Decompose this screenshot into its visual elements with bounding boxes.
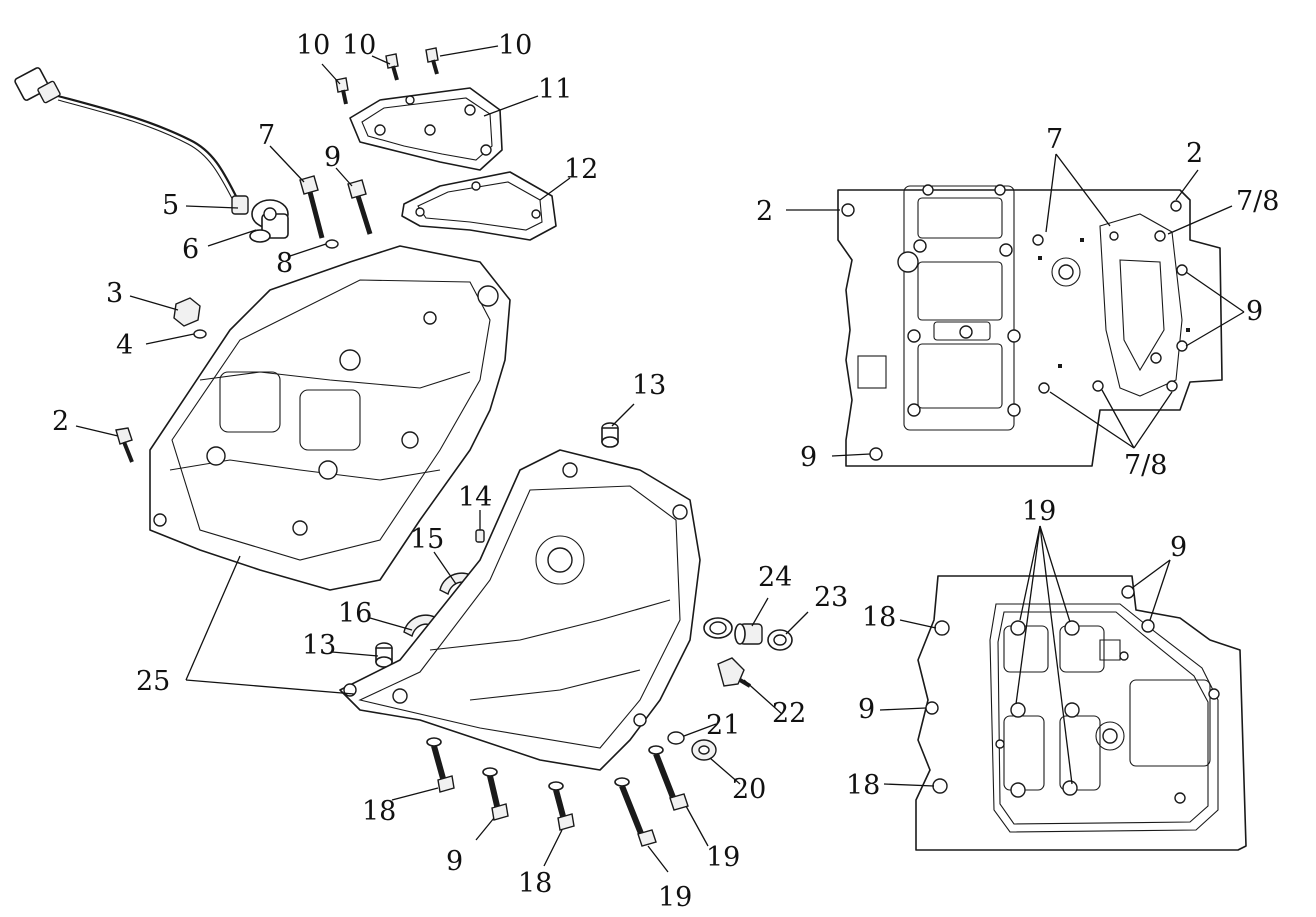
upper-crankcase xyxy=(149,245,511,591)
marker-square xyxy=(1080,238,1084,242)
top-view-callout-78-right: 7/8 xyxy=(1236,186,1279,217)
callout-13-top: 13 xyxy=(632,370,666,401)
bottom-view-panel: 19 9 18 9 18 xyxy=(846,496,1247,851)
switch-22 xyxy=(717,657,752,688)
callout-10-a: 10 xyxy=(296,30,330,61)
callout-labels: 10 10 10 11 12 7 9 8 5 6 3 4 2 13 14 15 … xyxy=(52,30,848,913)
callout-5: 5 xyxy=(162,190,179,221)
bolt-19-b xyxy=(648,745,689,811)
callout-2: 2 xyxy=(52,406,69,437)
callout-25: 25 xyxy=(136,666,170,697)
callout-7: 7 xyxy=(258,120,275,151)
dowel-13-bottom xyxy=(375,642,393,668)
callout-13-bottom: 13 xyxy=(302,630,336,661)
callout-19-a: 19 xyxy=(706,842,740,873)
callout-16: 16 xyxy=(338,598,372,629)
bottom-view-callout-18-top: 18 xyxy=(862,602,896,633)
callout-9-top: 9 xyxy=(324,142,341,173)
bolt-10-group xyxy=(335,47,439,105)
bottom-view-callout-19: 19 xyxy=(1022,496,1056,527)
callout-12: 12 xyxy=(564,154,598,185)
bolt-2-left xyxy=(115,427,134,463)
cover-11 xyxy=(349,87,503,171)
pin-14 xyxy=(475,529,485,543)
callout-23: 23 xyxy=(814,582,848,613)
top-view-callout-2-left: 2 xyxy=(756,196,773,227)
bolt-9-bottom xyxy=(482,767,509,821)
callout-20: 20 xyxy=(732,774,766,805)
bolt-19-a xyxy=(614,777,657,847)
top-view-callout-7: 7 xyxy=(1046,124,1063,155)
washer-21 xyxy=(667,731,685,745)
exploded-view: 10 10 10 11 12 7 9 8 5 6 3 4 2 13 14 15 … xyxy=(14,30,848,913)
dowel-13-top xyxy=(601,422,619,448)
top-view-callout-2-top: 2 xyxy=(1186,138,1203,169)
callout-9-bottom: 9 xyxy=(446,846,463,877)
top-view-callout-9-left: 9 xyxy=(800,442,817,473)
callout-14: 14 xyxy=(458,482,492,513)
seal-23 xyxy=(767,629,793,651)
sensor-cable xyxy=(14,67,249,215)
callout-22: 22 xyxy=(772,698,806,729)
bolt-9-top xyxy=(347,179,373,235)
filter-24 xyxy=(734,623,763,645)
speed-sensor xyxy=(249,199,289,243)
top-view-callout-78-bottom: 7/8 xyxy=(1124,450,1167,481)
callout-19-b: 19 xyxy=(658,882,692,913)
drain-plug xyxy=(173,297,207,339)
bottom-view-callout-18-bottom: 18 xyxy=(846,770,880,801)
leader-lines xyxy=(75,45,809,873)
bolt-7 xyxy=(299,175,325,239)
callout-24: 24 xyxy=(758,562,792,593)
callout-3: 3 xyxy=(106,278,123,309)
callout-18-b: 18 xyxy=(518,868,552,899)
callout-18-a: 18 xyxy=(362,796,396,827)
bottom-view-callout-9-top: 9 xyxy=(1170,532,1187,563)
callout-10-b: 10 xyxy=(342,30,376,61)
bottom-view-callout-9-left: 9 xyxy=(858,694,875,725)
washer-8 xyxy=(325,239,339,249)
callout-6: 6 xyxy=(182,234,199,265)
bolt-18-b xyxy=(548,781,575,831)
top-view-panel: 7 2 2 7/8 9 9 7/8 xyxy=(756,124,1279,481)
callout-11: 11 xyxy=(538,74,572,105)
lower-crankcase xyxy=(339,449,733,771)
gasket-12 xyxy=(401,171,557,241)
callout-10-c: 10 xyxy=(498,30,532,61)
callout-8: 8 xyxy=(276,248,293,279)
bolt-18-a xyxy=(426,737,455,793)
top-view-callout-9-right: 9 xyxy=(1246,296,1263,327)
callout-21: 21 xyxy=(706,710,740,741)
plug-20 xyxy=(691,739,717,761)
callout-4: 4 xyxy=(116,330,133,361)
callout-15: 15 xyxy=(410,524,444,555)
